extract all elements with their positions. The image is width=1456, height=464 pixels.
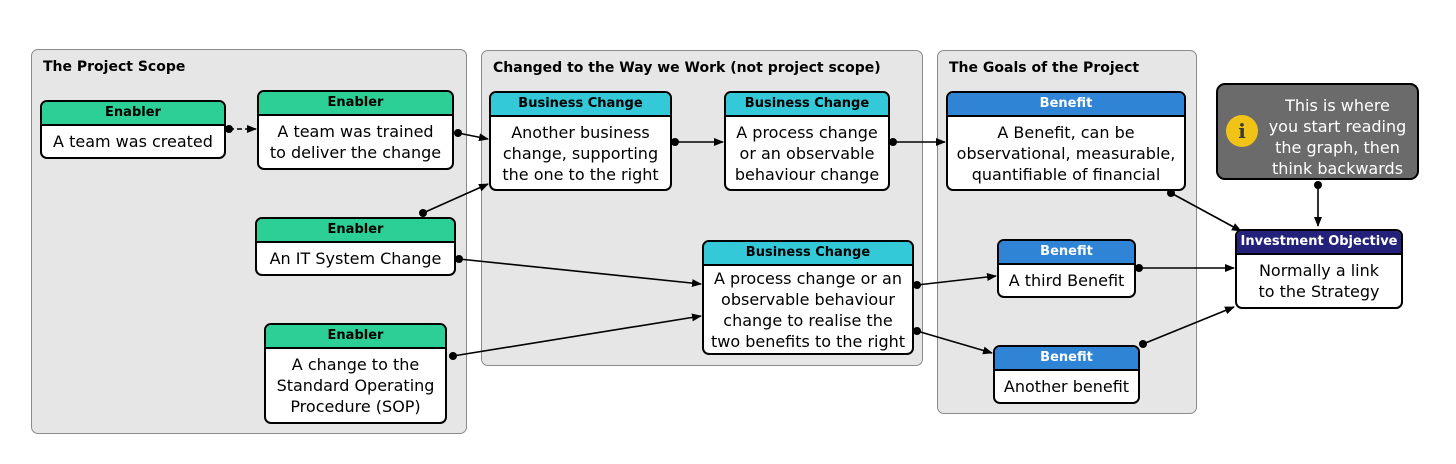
node-enabler-sop[interactable]: Enabler A change to the Standard Operati… bbox=[264, 323, 447, 424]
node-benefit-third[interactable]: Benefit A third Benefit bbox=[997, 239, 1136, 298]
node-business-change-another[interactable]: Business Change Another business change,… bbox=[489, 91, 672, 191]
edge-start-dot bbox=[913, 281, 921, 289]
node-header: Business Change bbox=[704, 242, 912, 266]
edge-start-dot bbox=[454, 129, 462, 137]
edge-start-dot bbox=[455, 255, 463, 263]
node-enabler-team-trained[interactable]: Enabler A team was trained to deliver th… bbox=[257, 90, 454, 170]
node-text: A team was created bbox=[53, 132, 213, 151]
node-header: Investment Objective bbox=[1237, 231, 1401, 255]
edge-start-dot bbox=[419, 209, 427, 217]
note-text: This is where you start reading the grap… bbox=[1268, 96, 1407, 178]
edge-it-to-process-two bbox=[458, 258, 702, 288]
edge-start-dot bbox=[1167, 189, 1175, 197]
node-text: A team was trained to deliver the change bbox=[269, 122, 442, 162]
node-investment-objective[interactable]: Investment Objective Normally a link to … bbox=[1235, 229, 1403, 309]
edge-start-dot bbox=[913, 327, 921, 335]
node-header: Business Change bbox=[491, 93, 670, 117]
edge-it-to-another bbox=[422, 183, 489, 214]
node-header: Benefit bbox=[948, 93, 1184, 117]
node-header: Benefit bbox=[999, 241, 1134, 265]
node-enabler-team-created[interactable]: Enabler A team was created bbox=[40, 100, 226, 159]
note-callout: i This is where you start reading the gr… bbox=[1216, 83, 1419, 180]
node-text: Another business change, supporting the … bbox=[502, 122, 659, 184]
edge-start-dot bbox=[671, 138, 679, 146]
node-text: A process change or an observable behavi… bbox=[710, 268, 906, 351]
node-header: Business Change bbox=[726, 93, 888, 117]
node-header: Enabler bbox=[259, 92, 452, 116]
node-text: A process change or an observable behavi… bbox=[734, 122, 880, 184]
edge-start-dot bbox=[1135, 264, 1143, 272]
node-business-change-process-two[interactable]: Business Change A process change or an o… bbox=[702, 240, 914, 355]
edge-another-benefit-to-objective bbox=[1142, 306, 1235, 345]
node-header: Benefit bbox=[995, 347, 1138, 371]
node-text: A third Benefit bbox=[1008, 271, 1125, 290]
edge-trained-to-another bbox=[457, 132, 489, 142]
node-header: Enabler bbox=[266, 325, 445, 349]
node-text: A change to the Standard Operating Proce… bbox=[276, 355, 435, 416]
edge-benefit-to-objective bbox=[1170, 192, 1242, 232]
edge-process-two-to-third bbox=[916, 273, 997, 286]
node-text: An IT System Change bbox=[269, 249, 442, 268]
node-text: Another benefit bbox=[1003, 377, 1130, 396]
node-header: Enabler bbox=[257, 219, 454, 243]
node-header: Enabler bbox=[42, 102, 224, 126]
edge-start-dot bbox=[1314, 181, 1322, 189]
node-benefit-main[interactable]: Benefit A Benefit, can be observational,… bbox=[946, 91, 1186, 191]
info-icon: i bbox=[1226, 115, 1258, 147]
node-text: A Benefit, can be observational, measura… bbox=[956, 122, 1176, 184]
node-business-change-process-top[interactable]: Business Change A process change or an o… bbox=[724, 91, 890, 191]
node-enabler-it-system[interactable]: Enabler An IT System Change bbox=[255, 217, 456, 276]
node-text: Normally a link to the Strategy bbox=[1258, 261, 1380, 301]
edge-start-dot bbox=[449, 352, 457, 360]
edge-sop-to-process-two bbox=[452, 313, 702, 357]
node-benefit-another[interactable]: Benefit Another benefit bbox=[993, 345, 1140, 404]
edge-start-dot bbox=[889, 138, 897, 146]
lane-title: Changed to the Way we Work (not project … bbox=[493, 60, 881, 76]
edge-process-two-to-another-benefit bbox=[916, 330, 993, 355]
lane-title: The Goals of the Project bbox=[949, 60, 1140, 76]
edge-start-dot bbox=[225, 125, 233, 133]
edge-start-dot bbox=[1139, 340, 1147, 348]
lane-title: The Project Scope bbox=[43, 59, 186, 75]
